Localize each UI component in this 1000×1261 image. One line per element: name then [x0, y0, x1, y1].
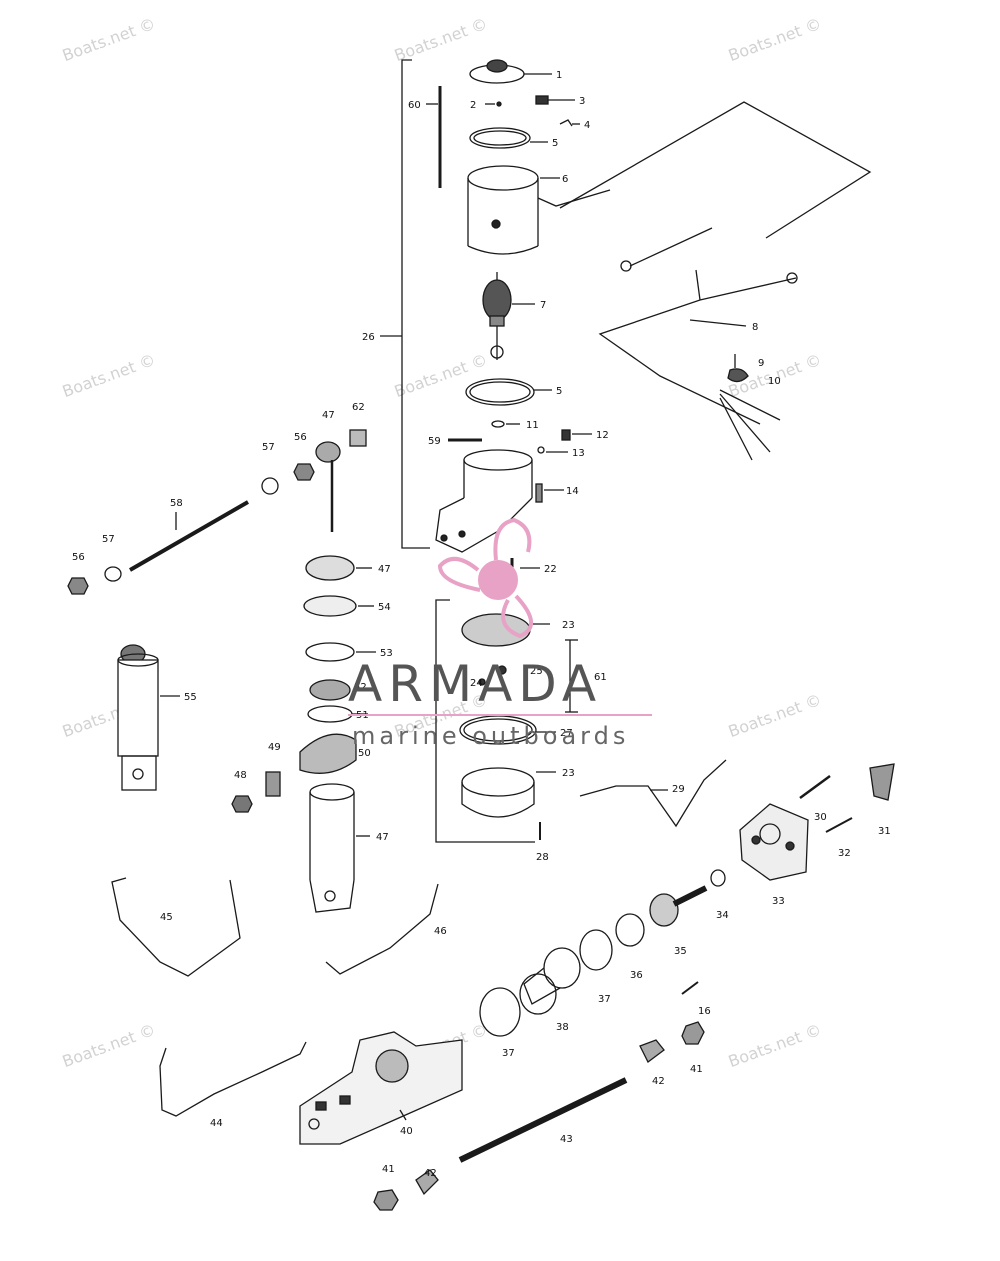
callout-number: 56: [294, 432, 307, 443]
callout-number: 14: [566, 486, 579, 497]
brand-logo: [437, 517, 533, 639]
wire-harness-lower: [598, 277, 797, 425]
callout-number: 59: [428, 436, 441, 447]
callout-number: 60: [408, 100, 421, 111]
callout-number: 5: [552, 138, 558, 149]
bracket-61: [435, 599, 535, 843]
part-sleeve: [519, 947, 581, 1015]
callout-number: 32: [838, 848, 851, 859]
part-nut-56: [293, 463, 315, 481]
callout-number: 54: [378, 602, 391, 613]
callout-number: 58: [170, 498, 183, 509]
part-washer-57: [261, 477, 279, 495]
callout-number: 34: [716, 910, 729, 921]
part-brush: [535, 95, 549, 105]
bracket-26: [401, 59, 430, 549]
callout-number: 55: [184, 692, 197, 703]
callout-number: 23: [562, 620, 575, 631]
callout-number: 41: [690, 1064, 703, 1075]
callout-number: 3: [579, 96, 585, 107]
part-trim-cylinder: [117, 644, 159, 791]
callout-number: 42: [424, 1168, 437, 1179]
part-manifold: [299, 1031, 463, 1145]
part-shaft-58: [129, 500, 249, 572]
callout-number: 7: [540, 300, 546, 311]
callout-number: 37: [598, 994, 611, 1005]
callout-number: 8: [752, 322, 758, 333]
brand-subtitle: marine outboards: [352, 722, 630, 750]
part-pump-base: [461, 767, 535, 818]
callout-number: 47: [322, 410, 335, 421]
callout-number: 56: [72, 552, 85, 563]
part-bushing-47: [315, 441, 341, 463]
tube-29: [579, 759, 727, 828]
callout-number: 33: [772, 896, 785, 907]
callout-number: 46: [434, 926, 447, 937]
callout-number: 48: [234, 770, 247, 781]
callout-number: 28: [536, 852, 549, 863]
callout-number: 57: [102, 534, 115, 545]
part-bushing-62: [349, 429, 367, 447]
callout-number: 6: [562, 174, 568, 185]
callout-number: 2: [470, 100, 476, 111]
callout-number: 38: [556, 1022, 569, 1033]
callout-number: 27: [560, 728, 573, 739]
callout-number: 62: [352, 402, 365, 413]
part-valve-block: [739, 803, 809, 881]
callout-number: 41: [382, 1164, 395, 1175]
part-end-housing: [435, 449, 543, 553]
callout-number: 23: [562, 768, 575, 779]
brand-title: ARMADA: [348, 655, 603, 713]
callout-number: 44: [210, 1118, 223, 1129]
callout-number: 12: [596, 430, 609, 441]
callout-number: 1: [556, 70, 562, 81]
callout-number: 29: [672, 784, 685, 795]
part-pump-body: [461, 613, 531, 647]
callout-number: 42: [652, 1076, 665, 1087]
callout-number: 25: [530, 666, 543, 677]
tube-45: [111, 877, 241, 977]
callout-number: 47: [378, 564, 391, 575]
brand-underline: [348, 714, 652, 716]
part-piston-cap: [305, 555, 355, 581]
callout-number: 30: [814, 812, 827, 823]
callout-number: 10: [768, 376, 781, 387]
part-armature: [482, 272, 512, 360]
callout-number: 40: [400, 1126, 413, 1137]
callout-number: 47: [376, 832, 389, 843]
part-motor-housing: [467, 165, 611, 255]
callout-number: 52: [354, 682, 367, 693]
callout-number: 11: [526, 420, 539, 431]
wire-harness-upper: [559, 101, 872, 239]
callout-number: 5: [556, 386, 562, 397]
callout-number: 9: [758, 358, 764, 369]
callout-number: 31: [878, 826, 891, 837]
callout-number: 26: [362, 332, 375, 343]
callout-number: 37: [502, 1048, 515, 1059]
part-lower-cylinder: [309, 783, 355, 913]
callout-number: 53: [380, 648, 393, 659]
callout-number: 50: [358, 748, 371, 759]
tube-46: [325, 883, 439, 975]
tube-44: [159, 1041, 307, 1117]
callout-number: 61: [594, 672, 607, 683]
callout-number: 24: [470, 678, 483, 689]
callout-number: 43: [560, 1134, 573, 1145]
callout-number: 22: [544, 564, 557, 575]
callout-number: 36: [630, 970, 643, 981]
callout-number: 13: [572, 448, 585, 459]
part-o-ring: [469, 127, 531, 149]
callout-number: 57: [262, 442, 275, 453]
callout-number: 4: [584, 120, 590, 131]
callout-number: 16: [698, 1006, 711, 1017]
callout-number: 45: [160, 912, 173, 923]
callout-number: 35: [674, 946, 687, 957]
callout-number: 49: [268, 742, 281, 753]
part-shaft-43: [458, 1077, 628, 1163]
